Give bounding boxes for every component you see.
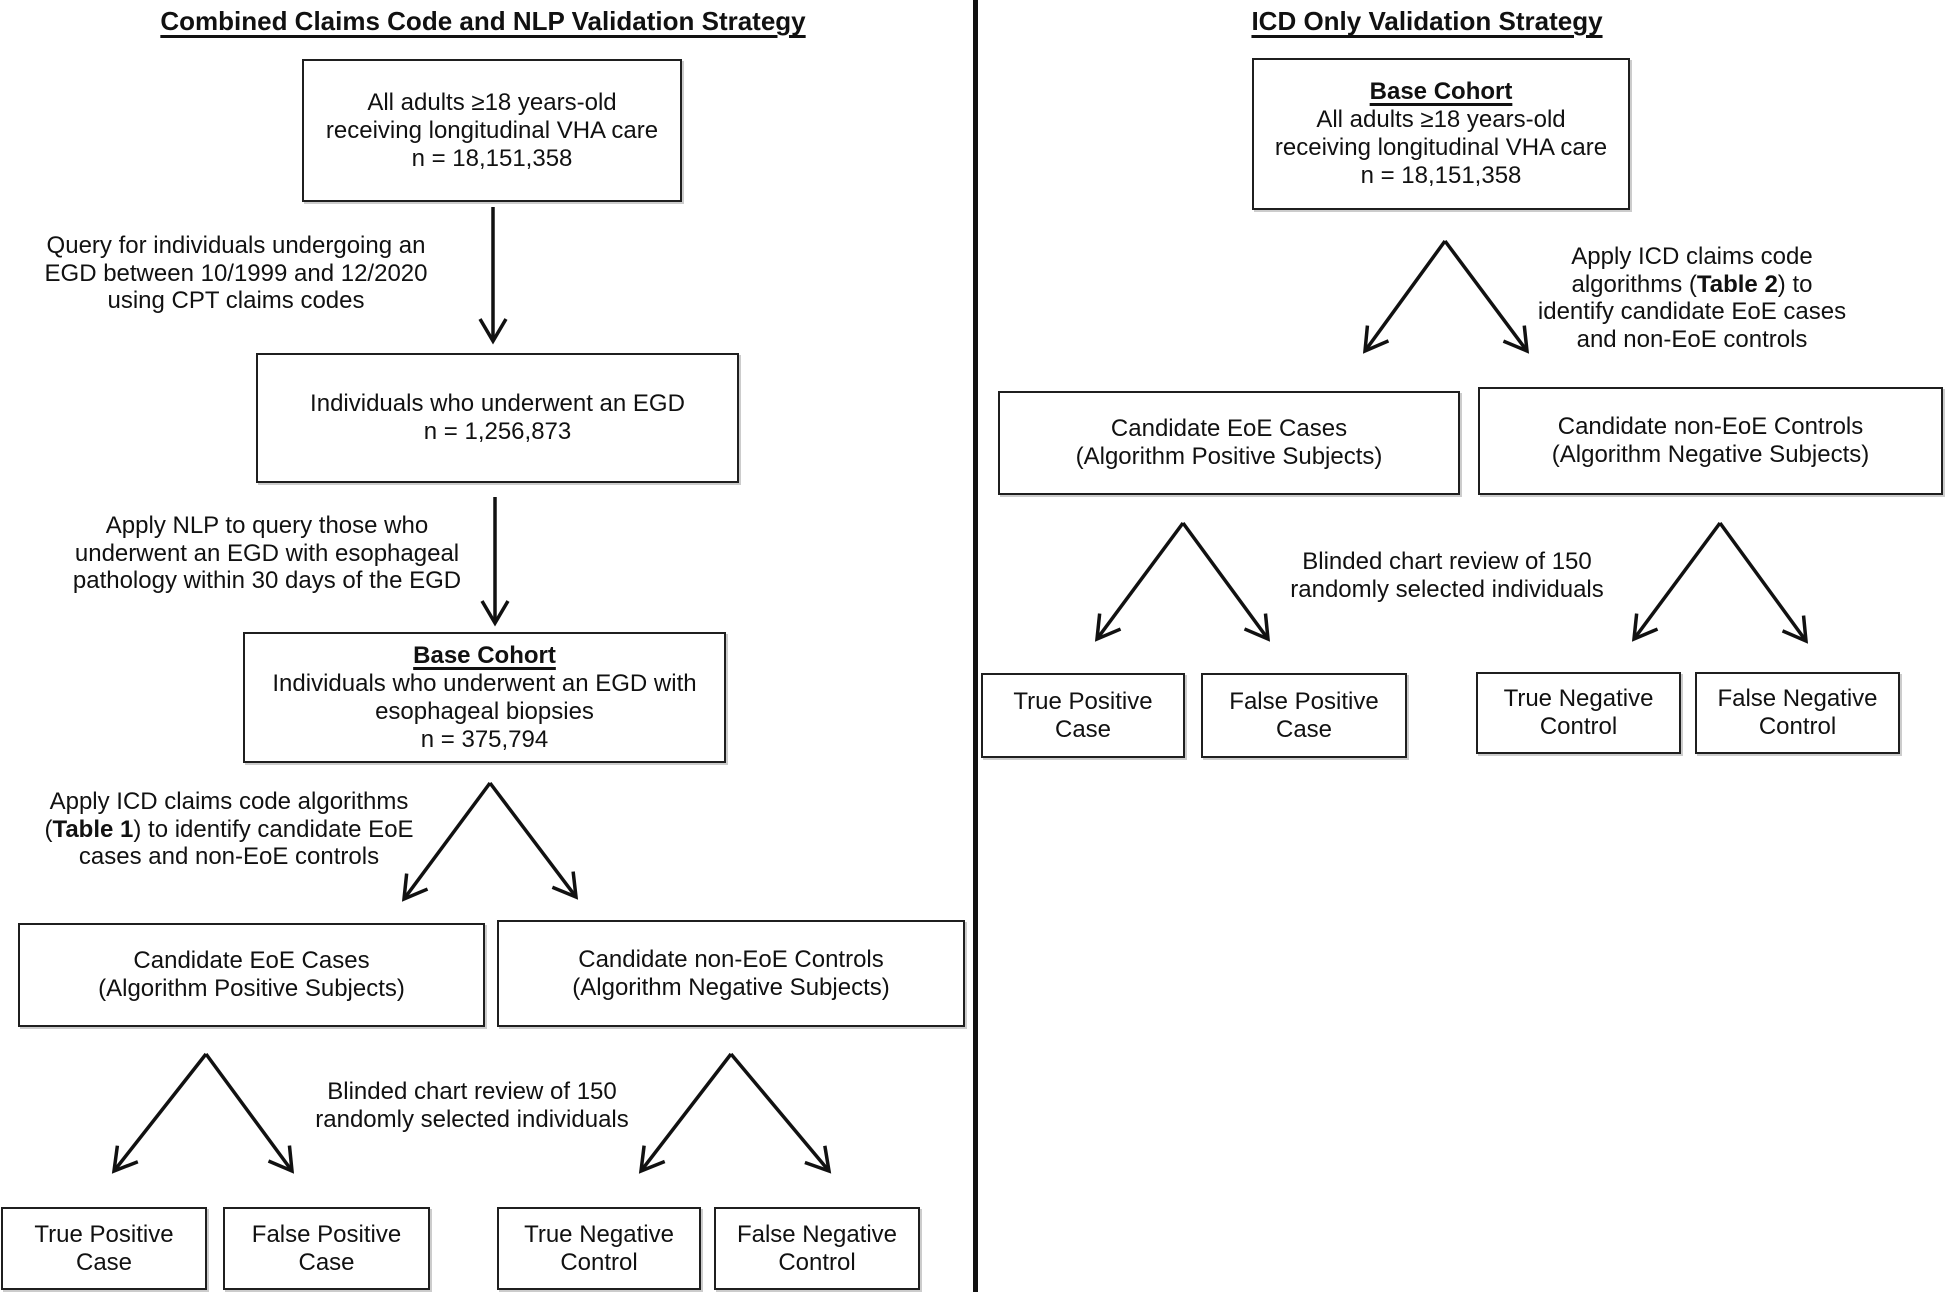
note-line: Apply ICD claims code algorithms: [49, 788, 409, 815]
note-line: Apply NLP to query those who: [105, 512, 429, 539]
box-line: True Negative: [524, 1220, 674, 1248]
arrow-base-to-cases-right: [1362, 239, 1447, 354]
note-line: EGD between 10/1999 and 12/2020: [44, 259, 428, 287]
box-false-positive-right: False Positive Case: [1201, 673, 1407, 758]
note-line: Blinded chart review of 150: [327, 1078, 617, 1105]
base-cohort-heading: Base Cohort: [413, 641, 556, 669]
box-line: (Algorithm Negative Subjects): [572, 973, 890, 1001]
box-true-negative-left: True Negative Control: [497, 1207, 701, 1290]
box-line: Case: [75, 1248, 133, 1276]
box-line: n = 1,256,873: [423, 418, 572, 445]
note-apply-icd-left: Apply ICD claims code algorithms (Table …: [0, 788, 458, 871]
box-line: True Positive: [34, 1220, 174, 1248]
box-line: All adults ≥18 years-old: [1316, 106, 1566, 133]
box-line: receiving longitudinal VHA care: [325, 116, 659, 144]
box-line: Candidate non-EoE Controls: [1557, 413, 1864, 440]
right-strategy-title: ICD Only Validation Strategy: [1251, 6, 1603, 36]
box-line: Individuals who underwent an EGD: [310, 390, 685, 417]
note-line: Apply ICD claims code: [1571, 243, 1813, 270]
note-line: randomly selected individuals: [315, 1105, 629, 1133]
box-line: Control: [1539, 713, 1618, 740]
arrow-controls-to-fn-right: [1718, 521, 1809, 644]
box-false-positive-left: False Positive Case: [223, 1207, 430, 1290]
box-line: Control: [560, 1248, 638, 1276]
box-line: Control: [1758, 713, 1837, 740]
box-line: All adults ≥18 years-old: [367, 88, 617, 116]
base-cohort-heading: Base Cohort: [1369, 78, 1513, 105]
box-line: esophageal biopsies: [375, 697, 594, 725]
box-true-negative-right: True Negative Control: [1476, 672, 1681, 754]
arrow-cases-to-tp-left: [111, 1052, 208, 1174]
note-line: (Table 1) to identify candidate EoE: [0, 816, 458, 844]
note-line-pre: algorithms (: [1571, 270, 1697, 298]
left-strategy-title: Combined Claims Code and NLP Validation …: [160, 6, 806, 36]
note-line-post: ) to identify candidate EoE: [133, 815, 414, 843]
box-true-positive-right: True Positive Case: [981, 673, 1185, 758]
note-line-pre: (: [44, 815, 53, 843]
note-line: and non-EoE controls: [1576, 325, 1808, 353]
box-line: Case: [1275, 715, 1333, 743]
note-line: cases and non-EoE controls: [78, 843, 380, 870]
box-line: Case: [1054, 715, 1112, 743]
box-line: True Positive: [1013, 687, 1153, 715]
note-line: randomly selected individuals: [1290, 575, 1604, 603]
box-line: Candidate EoE Cases: [1110, 415, 1348, 442]
box-line: False Negative: [1717, 685, 1878, 712]
note-line: Blinded chart review of 150: [1302, 548, 1592, 575]
box-line: n = 18,151,358: [411, 144, 573, 172]
box-line: (Algorithm Positive Subjects): [1075, 443, 1383, 470]
box-all-adults: All adults ≥18 years-old receiving longi…: [302, 59, 682, 202]
box-candidate-cases-right: Candidate EoE Cases (Algorithm Positive …: [998, 391, 1460, 495]
arrow-base-to-controls-left: [488, 781, 579, 900]
box-line: Control: [778, 1248, 856, 1276]
box-line: Candidate EoE Cases: [133, 947, 370, 974]
note-line-post: ) to: [1777, 270, 1813, 298]
note-apply-icd-right: Apply ICD claims code algorithms (Table …: [1462, 243, 1922, 353]
note-line: Query for individuals undergoing an: [46, 232, 426, 259]
column-divider: [973, 0, 978, 1292]
box-false-negative-left: False Negative Control: [714, 1207, 920, 1290]
note-blinded-review-right: Blinded chart review of 150 randomly sel…: [1217, 548, 1677, 603]
box-line: n = 18,151,358: [1360, 162, 1522, 189]
note-line: using CPT claims codes: [107, 287, 365, 314]
box-candidate-controls-left: Candidate non-EoE Controls (Algorithm Ne…: [497, 920, 965, 1027]
box-line: False Positive: [251, 1220, 402, 1248]
box-line: receiving longitudinal VHA care: [1274, 134, 1608, 161]
note-line: pathology within 30 days of the EGD: [72, 567, 462, 594]
box-line: (Algorithm Positive Subjects): [98, 975, 405, 1002]
note-line: underwent an EGD with esophageal: [74, 539, 460, 567]
box-line: Individuals who underwent an EGD with: [272, 669, 697, 697]
note-blinded-review-left: Blinded chart review of 150 randomly sel…: [242, 1078, 702, 1133]
box-line: True Negative: [1503, 685, 1654, 712]
table1-reference: Table 1: [52, 815, 134, 843]
arrow-controls-to-fn-left: [729, 1052, 832, 1174]
box-base-cohort-right: Base Cohort All adults ≥18 years-old rec…: [1252, 58, 1630, 210]
note-apply-nlp: Apply NLP to query those who underwent a…: [37, 512, 497, 595]
box-candidate-controls-right: Candidate non-EoE Controls (Algorithm Ne…: [1478, 387, 1943, 495]
note-line: identify candidate EoE cases: [1537, 298, 1847, 325]
box-true-positive-left: True Positive Case: [1, 1207, 207, 1290]
box-line: False Negative: [736, 1220, 898, 1248]
box-egd-individuals: Individuals who underwent an EGD n = 1,2…: [256, 353, 739, 483]
box-line: Candidate non-EoE Controls: [578, 945, 884, 973]
box-line: Case: [298, 1248, 355, 1276]
box-line: n = 375,794: [420, 725, 549, 753]
note-line: algorithms (Table 2) to: [1462, 271, 1922, 299]
box-base-cohort-left: Base Cohort Individuals who underwent an…: [243, 632, 726, 763]
box-false-negative-right: False Negative Control: [1695, 672, 1900, 754]
arrow-cases-to-tp-right: [1094, 521, 1185, 642]
note-query-cpt: Query for individuals undergoing an EGD …: [6, 232, 466, 315]
box-line: False Positive: [1229, 687, 1379, 715]
box-line: (Algorithm Negative Subjects): [1551, 441, 1870, 468]
table2-reference: Table 2: [1696, 270, 1778, 298]
box-candidate-cases-left: Candidate EoE Cases (Algorithm Positive …: [18, 923, 485, 1027]
